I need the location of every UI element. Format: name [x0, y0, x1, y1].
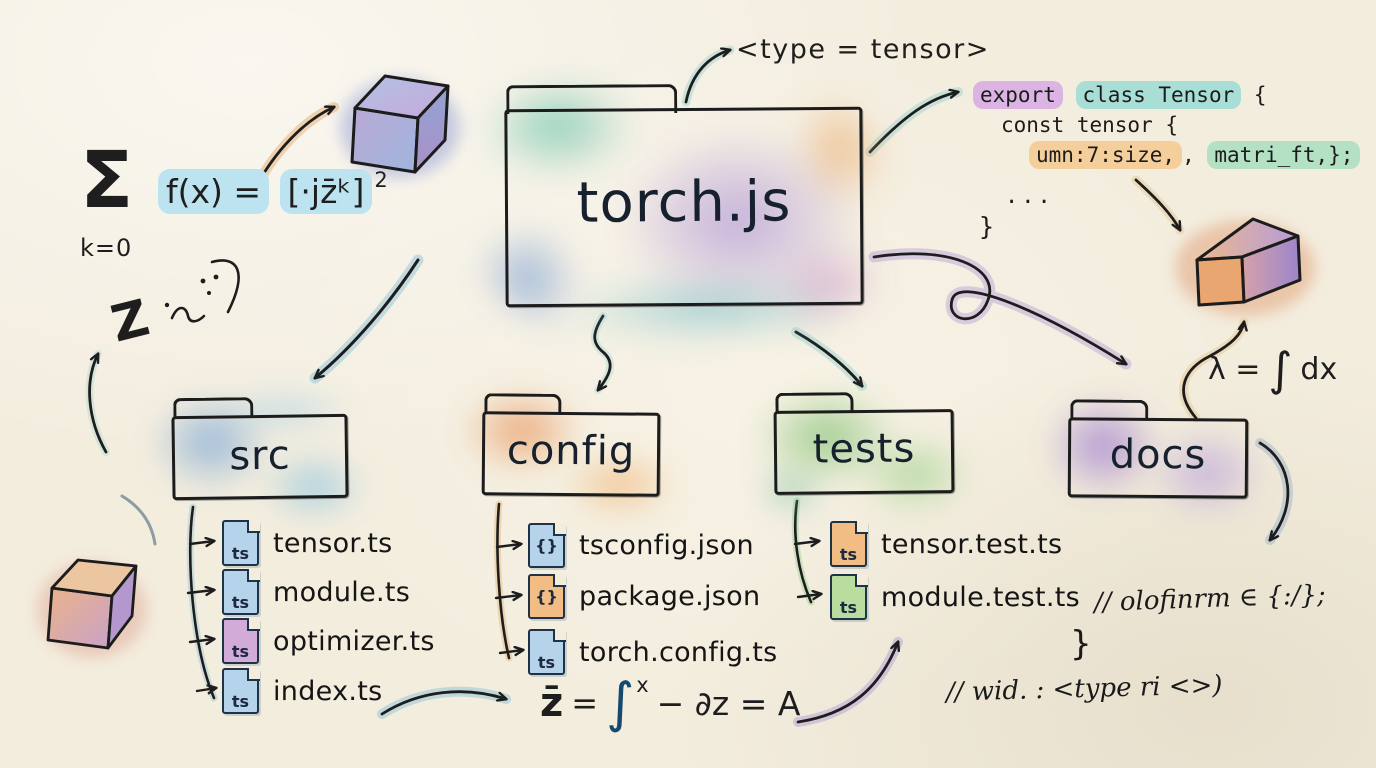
ts-file-icon: ts — [222, 568, 260, 615]
code-line-3a: umn:7:size, — [1029, 141, 1183, 169]
file-row-optimizer-ts: ts optimizer.ts — [222, 617, 435, 664]
folder-torchjs: torch.js — [457, 60, 911, 354]
file-name: tensor.ts — [273, 527, 393, 559]
arrow-formula-to-tests — [796, 642, 898, 724]
zbar-formula: z̄ = ∫ x − ∂z = A — [540, 671, 801, 734]
lambda-integral: ∫ — [1268, 342, 1293, 396]
src-branch-2 — [186, 590, 214, 593]
wid-annotation: // wid. : <type ri <>) — [945, 670, 1223, 708]
file-name: module.ts — [273, 576, 411, 608]
code-line-3-sep: , — [1182, 143, 1208, 167]
arrow-torchjs-to-docs — [872, 252, 1126, 364]
tests-branch-2 — [796, 594, 821, 597]
ts-file-icon: ts — [222, 617, 260, 664]
lambda-rhs: dx — [1300, 351, 1338, 387]
zbar-eq: = — [571, 684, 599, 722]
arrow-left-up — [88, 354, 108, 454]
file-row-module-ts: ts module.ts — [222, 568, 411, 615]
annotation-brace: } — [1070, 624, 1092, 664]
ts-file-icon: ts — [222, 667, 260, 714]
sum-formula: Σ k=0 f(x) = [·jz̄ᵏ]2 — [64, 142, 388, 281]
folder-src: src — [136, 379, 384, 535]
zbar-rhs: − ∂z = A — [656, 683, 801, 723]
docs-folder-label: docs — [1109, 431, 1207, 479]
config-folder-label: config — [506, 427, 636, 475]
type-tensor-label: <type = tensor> — [736, 34, 990, 65]
config-branch-1 — [495, 544, 521, 547]
file-icon-label: {} — [535, 587, 558, 606]
file-name: optimizer.ts — [273, 625, 435, 657]
file-icon-label: ts — [839, 545, 858, 564]
file-row-tsconfig-json: {} tsconfig.json — [528, 522, 754, 568]
src-folder-label: src — [228, 432, 292, 480]
file-row-index-ts: ts index.ts — [222, 667, 383, 714]
config-branch-3 — [498, 650, 523, 653]
src-branch-4 — [195, 688, 216, 691]
formula-exponent: 2 — [374, 168, 388, 192]
file-name: index.ts — [273, 675, 383, 707]
src-tree-trunk — [188, 505, 216, 700]
folder-config: config — [447, 376, 695, 532]
file-row-module-test-ts: ts module.test.ts — [830, 573, 1081, 620]
ts-file-icon: ts — [830, 573, 868, 620]
arc-doodle — [120, 494, 157, 546]
code-line-2: const tensor { — [1001, 113, 1179, 137]
ts-file-icon: ts — [528, 628, 566, 675]
file-icon-label: ts — [231, 593, 250, 612]
json-file-icon: {} — [528, 522, 566, 568]
config-branch-2 — [494, 595, 521, 598]
code-line-3b: matri_ft,}; — [1207, 141, 1361, 169]
code-closing-brace: } — [979, 212, 995, 241]
sigma-symbol: Σ — [80, 136, 134, 226]
cube-orange-icon — [37, 558, 147, 658]
file-row-tensor-test-ts: ts tensor.test.ts — [830, 520, 1063, 567]
file-name: tsconfig.json — [579, 530, 754, 561]
zbar-integral-sup: x — [636, 673, 649, 697]
folder-tests: tests — [739, 374, 989, 530]
file-icon-label: ts — [231, 544, 250, 563]
file-icon-label: {} — [535, 536, 558, 555]
lambda-lhs: λ = — [1208, 351, 1261, 387]
file-icon-label: ts — [231, 692, 250, 711]
tests-folder-label: tests — [812, 425, 916, 473]
formula-lhs: f(x) = — [158, 169, 270, 214]
file-row-torch-config-ts: ts torch.config.ts — [528, 628, 778, 675]
file-row-package-json: {} package.json — [528, 573, 761, 619]
code-snippet: export class Tensor { const tensor { umn… — [973, 80, 1361, 242]
code-ellipsis: ... — [1005, 184, 1054, 209]
file-name: torch.config.ts — [579, 636, 778, 668]
file-icon-label: ts — [537, 653, 556, 672]
file-row-tensor-ts: ts tensor.ts — [222, 519, 393, 566]
tests-branch-1 — [793, 541, 819, 544]
zbar-integral: ∫ — [606, 671, 635, 734]
formula-bracket: [·jz̄ᵏ] — [279, 169, 373, 214]
file-name: module.test.ts — [881, 581, 1081, 613]
src-branch-1 — [188, 541, 214, 544]
src-branch-3 — [188, 639, 214, 642]
ts-file-icon: ts — [222, 519, 260, 566]
sigma-lower-limit: k=0 — [80, 234, 133, 262]
zbar-lhs: z̄ — [540, 680, 564, 726]
file-icon-label: ts — [231, 642, 250, 661]
arrow-to-zbar-formula — [380, 690, 506, 716]
class-tensor: class Tensor — [1075, 81, 1242, 109]
folder-docs: docs — [1033, 383, 1283, 533]
lambda-formula: λ = ∫ dx — [1208, 346, 1337, 392]
file-name: package.json — [579, 581, 761, 612]
open-brace: { — [1253, 83, 1267, 107]
code-line-3: umn:7:size,, matri_ft,}; — [973, 140, 1361, 170]
json-file-icon: {} — [528, 573, 566, 619]
docs-annotation: // olofinrm ∈ {:/}; — [1093, 579, 1327, 619]
torchjs-folder-label: torch.js — [576, 169, 792, 236]
config-tree-trunk — [496, 502, 511, 660]
z-doodle: Z — [105, 288, 155, 354]
file-icon-label: ts — [839, 598, 858, 617]
ts-file-icon: ts — [830, 520, 868, 567]
file-name: tensor.test.ts — [881, 528, 1063, 560]
keyword-export: export — [973, 81, 1063, 109]
code-line-1: export class Tensor { — [973, 80, 1360, 110]
